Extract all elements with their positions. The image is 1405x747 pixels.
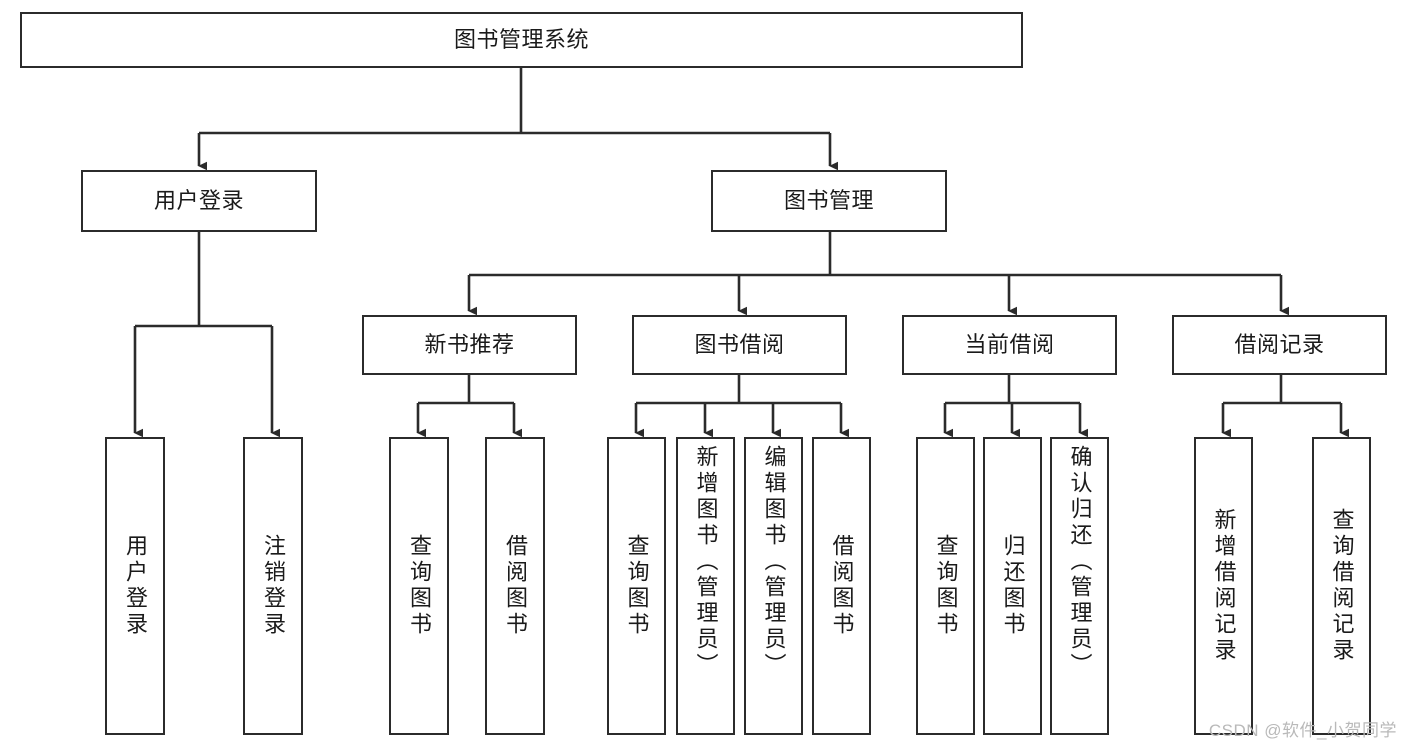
- node-user-login[interactable]: 用户登录: [81, 170, 317, 232]
- node-leaf-add-book-label: 新增图书（管理员）: [693, 445, 719, 679]
- node-leaf-add-record[interactable]: 新增借阅记录: [1194, 437, 1253, 735]
- node-book-manage[interactable]: 图书管理: [711, 170, 947, 232]
- node-leaf-borrow-book-1-label: 借阅图书: [503, 534, 528, 638]
- node-book-manage-label: 图书管理: [783, 188, 874, 214]
- node-current-borrow[interactable]: 当前借阅: [902, 315, 1117, 375]
- node-leaf-query-book-3[interactable]: 查询图书: [916, 437, 975, 735]
- node-leaf-confirm-return[interactable]: 确认归还（管理员）: [1050, 437, 1109, 735]
- node-leaf-add-book[interactable]: 新增图书（管理员）: [676, 437, 735, 735]
- node-leaf-confirm-return-label: 确认归还（管理员）: [1067, 445, 1093, 679]
- node-borrow-record-label: 借阅记录: [1234, 332, 1325, 358]
- node-root-label: 图书管理系统: [453, 27, 589, 53]
- node-leaf-query-record-label: 查询借阅记录: [1329, 508, 1355, 664]
- node-leaf-user-logout[interactable]: 注销登录: [243, 437, 303, 735]
- node-leaf-query-book-2[interactable]: 查询图书: [607, 437, 666, 735]
- node-leaf-add-record-label: 新增借阅记录: [1211, 508, 1237, 664]
- node-leaf-edit-book-label: 编辑图书（管理员）: [761, 445, 787, 679]
- node-leaf-return-book-label: 归还图书: [1000, 534, 1026, 638]
- node-leaf-query-book-1-label: 查询图书: [407, 534, 432, 638]
- node-leaf-query-book-2-label: 查询图书: [624, 534, 650, 638]
- node-new-book-rec[interactable]: 新书推荐: [362, 315, 577, 375]
- node-leaf-user-login[interactable]: 用户登录: [105, 437, 165, 735]
- node-book-borrow[interactable]: 图书借阅: [632, 315, 847, 375]
- node-current-borrow-label: 当前借阅: [964, 332, 1055, 358]
- node-leaf-return-book[interactable]: 归还图书: [983, 437, 1042, 735]
- node-leaf-query-record[interactable]: 查询借阅记录: [1312, 437, 1371, 735]
- node-new-book-rec-label: 新书推荐: [424, 332, 515, 358]
- node-leaf-borrow-book-2[interactable]: 借阅图书: [812, 437, 871, 735]
- node-leaf-user-logout-label: 注销登录: [261, 534, 286, 638]
- node-leaf-query-book-3-label: 查询图书: [933, 534, 959, 638]
- node-leaf-user-login-label: 用户登录: [123, 534, 148, 638]
- node-leaf-edit-book[interactable]: 编辑图书（管理员）: [744, 437, 803, 735]
- node-leaf-query-book-1[interactable]: 查询图书: [389, 437, 449, 735]
- node-borrow-record[interactable]: 借阅记录: [1172, 315, 1387, 375]
- node-leaf-borrow-book-1[interactable]: 借阅图书: [485, 437, 545, 735]
- node-user-login-label: 用户登录: [153, 188, 244, 214]
- node-root[interactable]: 图书管理系统: [20, 12, 1023, 68]
- node-book-borrow-label: 图书借阅: [694, 332, 785, 358]
- node-leaf-borrow-book-2-label: 借阅图书: [829, 534, 855, 638]
